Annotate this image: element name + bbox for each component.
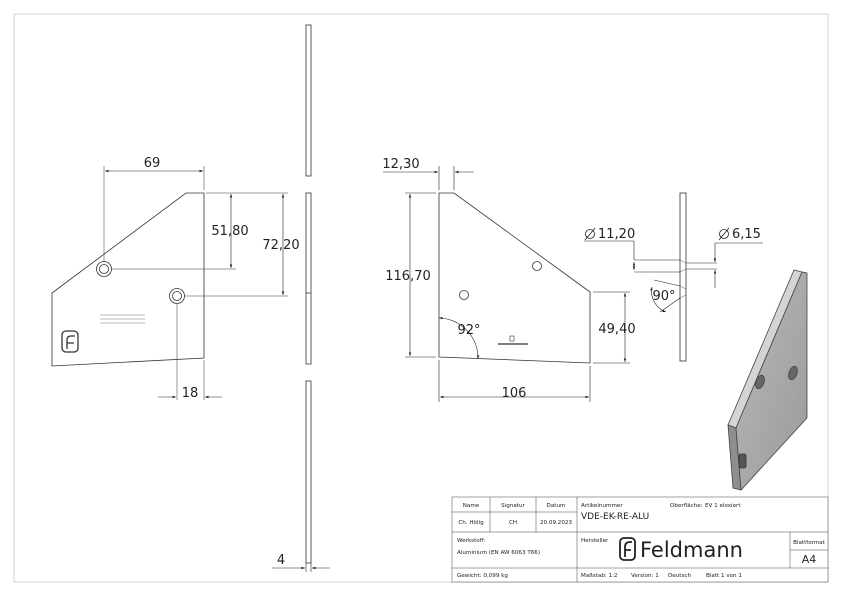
tb-article-label: Artikelnummer: [581, 503, 623, 509]
title-block: [451, 496, 829, 583]
isometric-view: [727, 269, 808, 491]
tb-sheet-format-label: Blattformat: [793, 540, 826, 546]
section-detail: [679, 192, 687, 362]
front-hole-1-inner: [99, 264, 109, 274]
tb-name-value: Ch. Hölig: [458, 520, 484, 526]
front-hole-2-inner: [172, 291, 182, 301]
tb-manufacturer-label: Hersteller: [581, 538, 609, 544]
tb-name-label: Name: [463, 503, 480, 509]
front-view: [51, 166, 288, 400]
tb-material-label: Werkstoff:: [457, 538, 486, 544]
side-hole-1: [532, 261, 542, 271]
dim-hole1-height: 51,80: [211, 224, 248, 239]
edge-segment-middle: [305, 192, 312, 365]
side-logo-icon: [498, 335, 528, 345]
dim-side-offset: 12,30: [382, 157, 419, 172]
dim-hole-small: 6,15: [732, 227, 761, 242]
tb-date-value: 20.09.2023: [540, 520, 572, 526]
tb-weight: Gewicht: 0,099 kg: [457, 573, 508, 579]
tb-signature-value: CH: [509, 520, 517, 526]
dim-edge-height: 49,40: [598, 322, 635, 337]
tb-language: Deutsch: [668, 573, 691, 579]
tb-sheet: Blatt 1 von 1: [706, 573, 742, 579]
tb-article-value: VDE-EK-RE-ALU: [581, 512, 649, 522]
edge-segment-bottom: [305, 380, 312, 564]
dim-angle-bottom: 92°: [457, 323, 480, 338]
front-hole-2: [169, 288, 185, 304]
front-dimensions: [105, 169, 285, 399]
tb-signature-label: Signatur: [501, 503, 525, 509]
diameter-icon: [584, 227, 596, 241]
side-hole-2: [459, 290, 469, 300]
dim-total-width: 106: [502, 386, 527, 401]
tb-scale: Maßstab: 1:2: [581, 573, 618, 579]
dim-countersink-angle: 90°: [652, 289, 675, 304]
diameter-icon: [718, 227, 730, 241]
iso-logo-icon: [738, 453, 747, 469]
dim-hole-offset: 18: [182, 386, 199, 401]
tb-material-value: Aluminium (EN AW 6063 T66): [457, 550, 540, 556]
tb-brand-name: Feldmann: [640, 538, 743, 562]
iso-hole-2: [755, 374, 765, 390]
tb-date-label: Datum: [547, 503, 566, 509]
section-dimensions: [584, 240, 763, 313]
dim-front-width: 69: [144, 156, 161, 171]
engraving-lines: [100, 314, 145, 324]
edge-dimension: [272, 563, 330, 572]
iso-hole-1: [788, 365, 798, 381]
section-plate: [679, 192, 687, 362]
side-dimensions: [383, 166, 630, 402]
dim-hole-large: 11,20: [598, 227, 635, 242]
front-view-outline: [51, 192, 205, 367]
front-logo-icon: [61, 330, 79, 353]
sheet-border: [13, 13, 829, 583]
dim-total-height: 116,70: [385, 269, 431, 284]
edge-view: [305, 24, 312, 564]
tb-surface-label: Oberfläche:: [670, 503, 703, 509]
dim-hole2-height: 72,20: [262, 238, 299, 253]
feldmann-logo-icon: [619, 537, 636, 561]
tb-sheet-format-value: A4: [802, 553, 817, 566]
edge-segment-top: [305, 24, 312, 177]
iso-front-face: [735, 271, 808, 491]
dim-profile-thickness: 4: [277, 553, 285, 568]
tb-version: Version: 1: [631, 573, 659, 579]
tb-surface-value: EV 1 eloxiert: [705, 503, 741, 509]
